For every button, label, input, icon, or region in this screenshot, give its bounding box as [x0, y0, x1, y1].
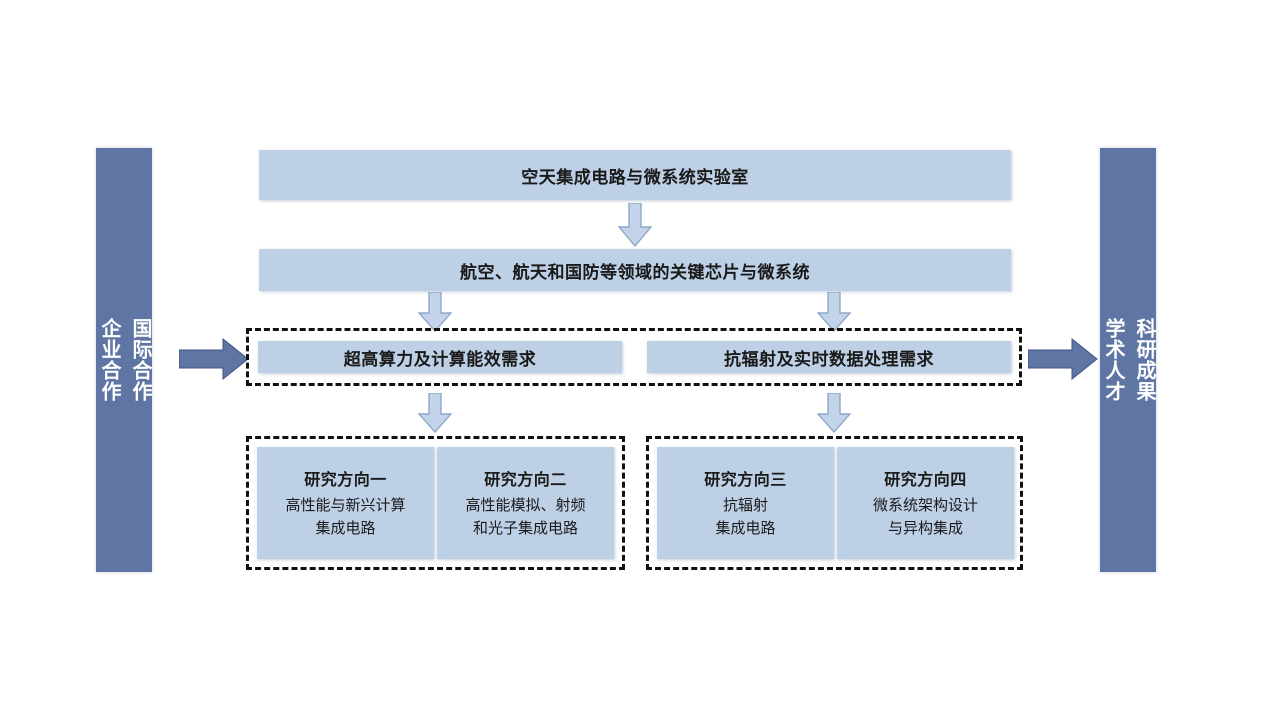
lab-title-box: 空天集成电路与微系统实验室 [259, 150, 1011, 200]
arrow-right-icon [1027, 337, 1098, 381]
target-domain-label: 航空、航天和国防等领域的关键芯片与微系统 [460, 262, 810, 282]
left-bar-line-2: 国际合作 [129, 318, 151, 402]
research-direction-line2-2: 和光子集成电路 [472, 520, 578, 537]
requirement-label-1: 超高算力及计算能效需求 [343, 349, 537, 369]
left-collaboration-bar: 企业合作 国际合作 [96, 148, 152, 572]
arrow-down-icon [816, 291, 852, 333]
arrow-down-icon [417, 392, 453, 434]
lab-title-label: 空天集成电路与微系统实验室 [521, 167, 749, 187]
research-direction-line1-1: 高性能与新兴计算 [285, 496, 406, 514]
research-direction-box-3: 研究方向三 抗辐射 集成电路 [657, 447, 834, 559]
research-direction-box-4: 研究方向四 微系统架构设计 与异构集成 [837, 447, 1014, 559]
right-output-arrow [1027, 337, 1098, 381]
right-bar-line-1: 学术人才 [1102, 318, 1124, 402]
research-direction-line2-4: 与异构集成 [887, 520, 963, 537]
left-input-arrow [178, 337, 249, 381]
arrow-down-icon [816, 392, 852, 434]
target-domain-box: 航空、航天和国防等领域的关键芯片与微系统 [259, 249, 1011, 291]
research-direction-line1-3: 抗辐射 [722, 496, 768, 514]
research-direction-title-3: 研究方向三 [704, 471, 787, 489]
research-direction-title-1: 研究方向一 [304, 471, 387, 489]
requirement-box-1: 超高算力及计算能效需求 [258, 341, 622, 373]
requirements-group [246, 328, 1022, 386]
arrow-right-icon [178, 337, 249, 381]
research-direction-line1-2: 高性能模拟、射频 [465, 496, 586, 514]
directions-group-right [646, 436, 1023, 570]
arrow-down-icon [417, 291, 453, 333]
directions-group-left [246, 436, 625, 570]
arrow-title-to-target [617, 202, 653, 248]
research-direction-line2-1: 集成电路 [315, 520, 376, 537]
research-direction-box-2: 研究方向二 高性能模拟、射频 和光子集成电路 [437, 447, 614, 559]
right-outcomes-bar: 学术人才 科研成果 [1100, 148, 1156, 572]
research-direction-title-2: 研究方向二 [484, 471, 567, 489]
arrow-requirement-2-to-directions [816, 392, 852, 434]
arrow-target-to-requirement-2 [816, 291, 852, 333]
research-direction-box-1: 研究方向一 高性能与新兴计算 集成电路 [257, 447, 434, 559]
research-direction-title-4: 研究方向四 [884, 471, 967, 489]
requirement-label-2: 抗辐射及实时数据处理需求 [724, 349, 934, 369]
left-bar-line-1: 企业合作 [98, 318, 120, 402]
research-direction-line2-3: 集成电路 [715, 520, 776, 537]
right-bar-line-2: 科研成果 [1133, 318, 1155, 402]
requirement-box-2: 抗辐射及实时数据处理需求 [647, 341, 1011, 373]
research-direction-line1-4: 微系统架构设计 [872, 496, 978, 514]
arrow-down-icon [617, 202, 653, 248]
arrow-target-to-requirement-1 [417, 291, 453, 333]
arrow-requirement-1-to-directions [417, 392, 453, 434]
